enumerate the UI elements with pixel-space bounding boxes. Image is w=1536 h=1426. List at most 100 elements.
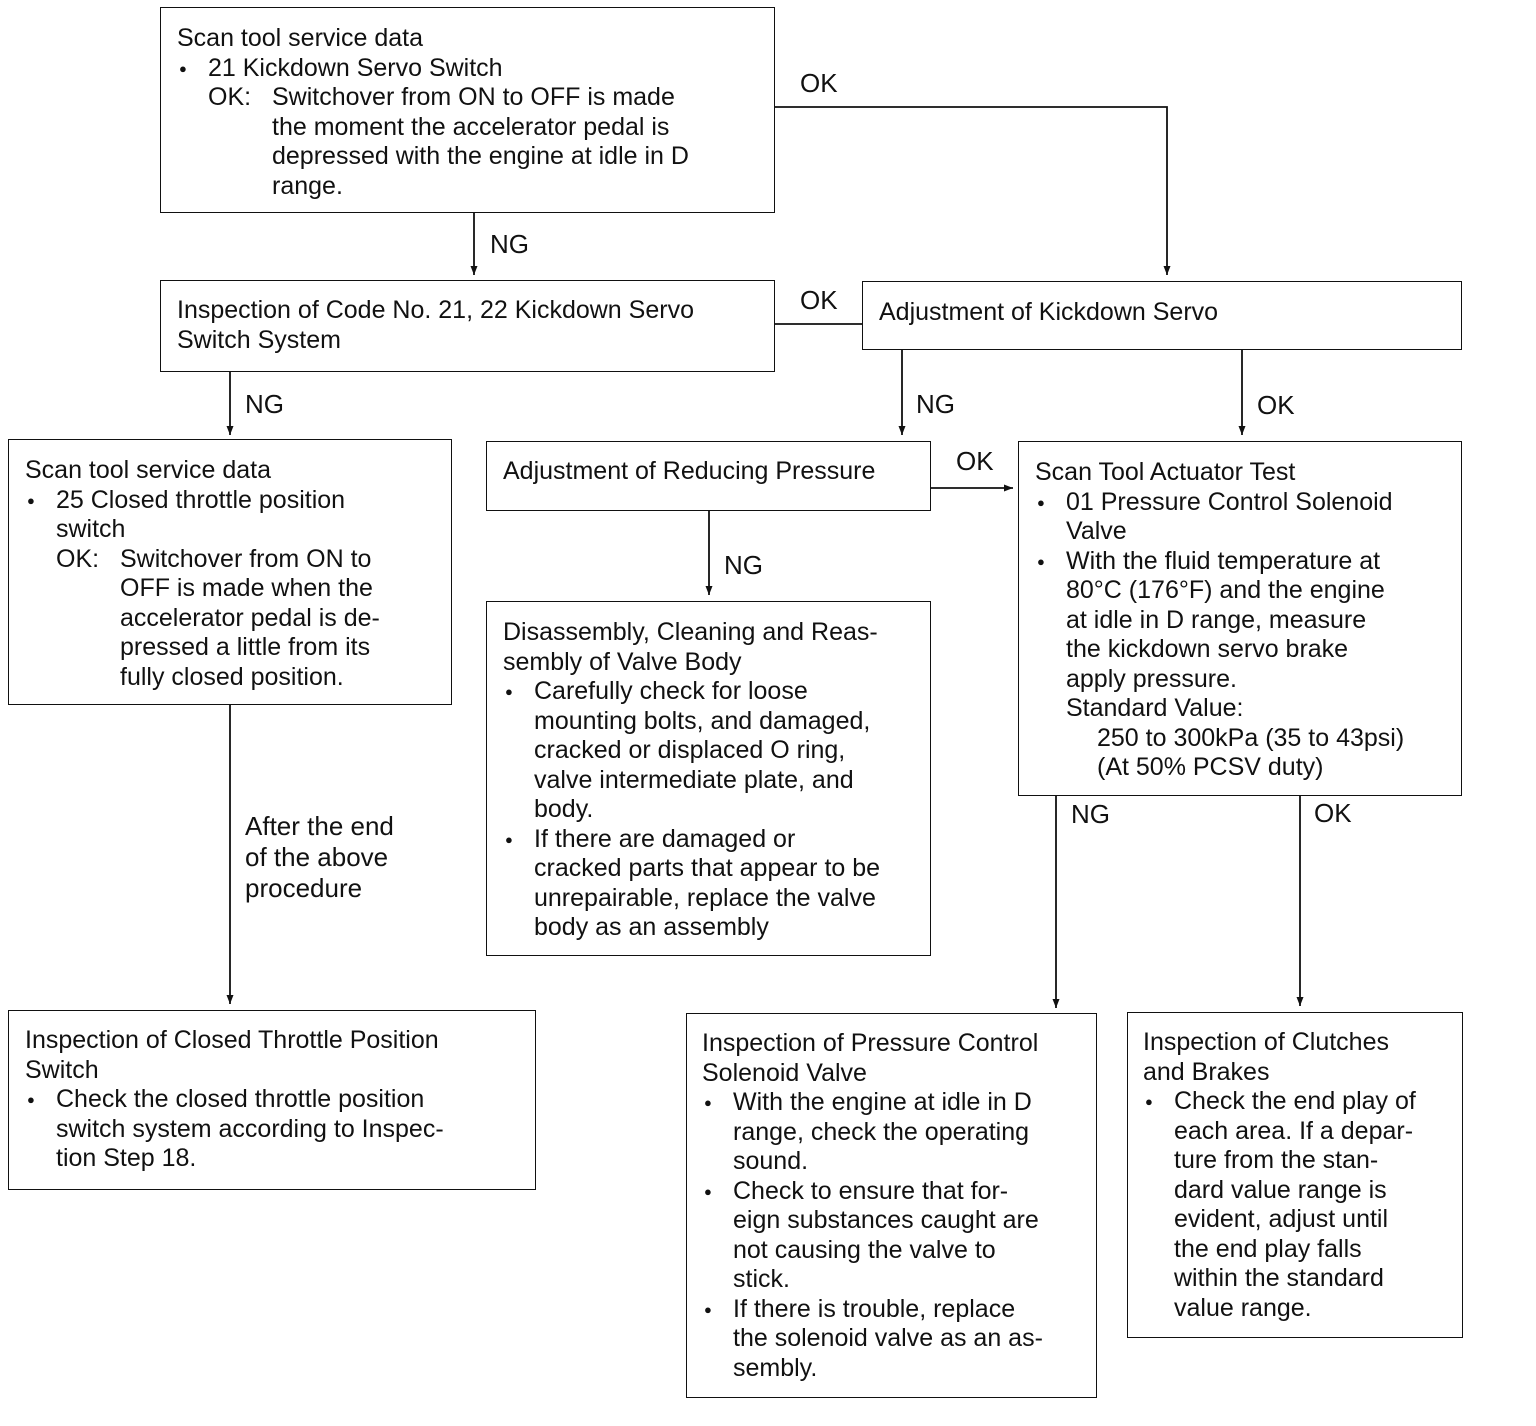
label-ng: NG [490,229,529,259]
bullet-line: Valve [1066,517,1127,545]
bullet-line: at idle in D range, measure [1066,605,1367,634]
box-line: Adjustment of Kickdown Servo [879,298,1219,326]
bullet-line: each area. If a depar- [1174,1116,1414,1145]
label-ok: OK [1257,390,1295,420]
label-line: of the above [245,842,389,872]
label-ok: OK [800,68,838,98]
box-heading: Disassembly, Cleaning and Reas- [503,618,878,646]
ok-line: OFF is made when the [120,574,373,602]
step-inspection-clutches-brakes: Inspection of Clutches and Brakes Check … [1127,1012,1463,1338]
bullet-line: apply pressure. [1066,664,1237,693]
bullet-line: dard value range is [1174,1175,1387,1204]
box-heading: Solenoid Valve [702,1058,867,1087]
bullet-line: tion Step 18. [56,1144,197,1172]
box-heading: Switch [25,1055,99,1084]
bullet-line: switch [56,515,126,543]
bullet-line: range, check the operating [733,1117,1030,1146]
ok-line: fully closed position. [120,662,344,691]
label-line: procedure [245,873,363,903]
step-scan-tool-closed-throttle: Scan tool service data 25 Closed throttl… [8,439,452,705]
box-line: Adjustment of Reducing Pressure [503,457,876,485]
standard-value: 250 to 300kPa (35 to 43psi) [1097,723,1405,752]
arrow-box1-ok-to-box3 [775,106,1171,275]
label-ng: NG [916,389,955,419]
ok-line: accelerator pedal is de- [120,603,380,632]
bullet-line: sound. [733,1147,809,1175]
bullet-line: If there is trouble, replace [733,1294,1016,1323]
label-ok: OK [800,285,838,315]
bullet-line: With the engine at idle in D [733,1088,1032,1116]
box-line: Inspection of Code No. 21, 22 Kickdown S… [177,296,694,324]
bullet-line: body. [534,795,594,823]
bullet-line: Carefully check for loose [534,677,808,705]
bullet-line: the kickdown servo brake [1066,635,1349,663]
box-heading: Inspection of Clutches [1143,1028,1389,1056]
bullet-line: within the standard [1174,1264,1384,1292]
box-line: Switch System [177,325,341,354]
bullet-line: unrepairable, replace the valve [534,883,876,912]
bullet-line: cracked parts that appear to be [534,854,881,882]
bullet-item: Check to ensure that for-eign substances… [702,1177,1096,1295]
bullet-item: 21 Kickdown Servo Switch [177,54,774,84]
ok-line: depressed with the engine at idle in D [272,142,689,170]
standard-value-label: Standard Value: [1066,694,1244,722]
step-inspection-closed-throttle-switch: Inspection of Closed Throttle Position S… [8,1010,536,1190]
ok-line: the moment the accelerator pedal is [272,112,670,141]
label-line: After the end [245,811,394,841]
bullet-line: value range. [1174,1293,1312,1322]
box-heading: Scan Tool Actuator Test [1035,458,1296,486]
ok-line: Switchover from ON to OFF is made [272,83,675,111]
bullet-line: the end play falls [1174,1234,1362,1263]
bullet-line: Check the end play of [1174,1087,1416,1115]
bullet-item: Check the closed throttle positionswitch… [25,1085,535,1174]
bullet-line: sembly. [733,1353,818,1382]
step-adjustment-reducing-pressure: Adjustment of Reducing Pressure [486,441,931,511]
label-ok: OK [956,446,994,476]
bullet-line: the solenoid valve as an as- [733,1324,1043,1352]
bullet-line: evident, adjust until [1174,1205,1389,1233]
bullet-line: switch system according to Inspec- [56,1114,444,1143]
bullet-line: 25 Closed throttle position [56,485,346,514]
label-ng: NG [1071,799,1110,829]
ok-label: OK: [56,544,100,573]
step-scan-tool-kickdown-servo-switch: Scan tool service data 21 Kickdown Servo… [160,7,775,213]
box-heading: Inspection of Pressure Control [702,1029,1039,1057]
label-ok: OK [1314,798,1352,828]
box-heading: Scan tool service data [25,456,271,484]
bullet-line: not causing the valve to [733,1235,996,1264]
box-heading: Scan tool service data [177,24,423,52]
bullet-line: cracked or displaced O ring, [534,736,846,764]
bullet-line: mounting bolts, and damaged, [534,706,871,735]
bullet-line: body as an assembly [534,913,769,941]
bullet-line: eign substances caught are [733,1206,1039,1234]
step-scan-tool-actuator-test: Scan Tool Actuator Test 01 Pressure Cont… [1018,441,1462,796]
step-inspection-code-21-22: Inspection of Code No. 21, 22 Kickdown S… [160,280,775,372]
bullet-line: 01 Pressure Control Solenoid [1066,487,1393,516]
ok-line: Switchover from ON to [120,544,372,573]
box-heading: Inspection of Closed Throttle Position [25,1026,439,1054]
bullet-line: valve intermediate plate, and [534,765,854,794]
label-after-procedure: After the end of the above procedure [245,811,394,904]
bullet-line: Check the closed throttle position [56,1085,425,1113]
ok-line: pressed a little from its [120,633,371,661]
step-adjustment-kickdown-servo: Adjustment of Kickdown Servo [862,281,1462,350]
bullet-line: ture from the stan- [1174,1146,1379,1174]
ok-label: OK: [208,83,252,111]
step-disassembly-valve-body: Disassembly, Cleaning and Reas- sembly o… [486,601,931,956]
bullet-line: stick. [733,1265,790,1293]
box-heading: sembly of Valve Body [503,647,742,676]
bullet-line: 80°C (176°F) and the engine [1066,576,1385,604]
label-ng: NG [724,550,763,580]
bullet-line: If there are damaged or [534,824,796,853]
ok-line: range. [272,171,343,200]
label-ng: NG [245,389,284,419]
